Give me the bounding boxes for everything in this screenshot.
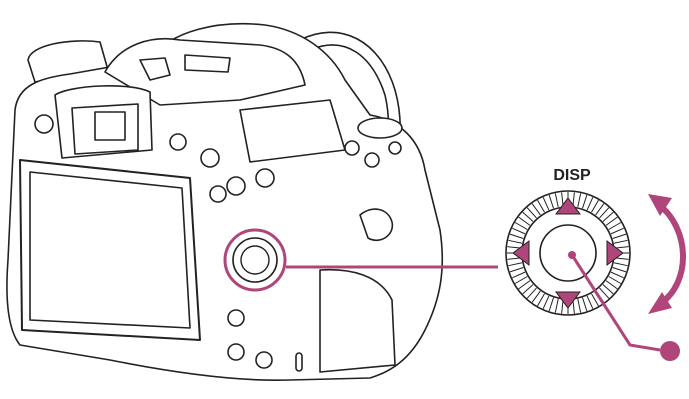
camera-body [7,24,442,380]
rotate-arrow-icon [648,194,683,314]
top-lcd [240,100,345,162]
center-button[interactable] [540,225,596,281]
center-button-dot-icon [660,341,680,361]
disp-label: DISP [553,167,591,184]
